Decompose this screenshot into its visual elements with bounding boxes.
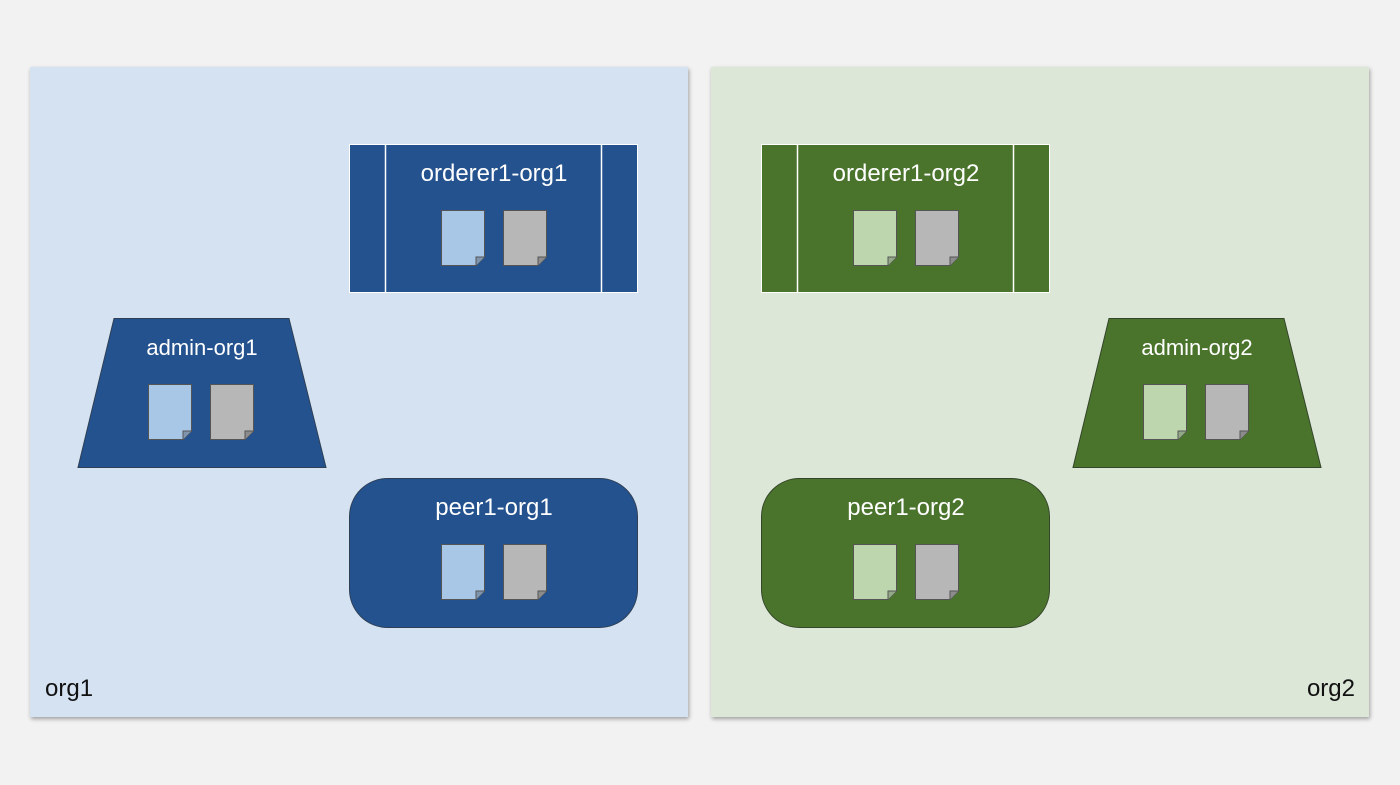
orderer1-org2-label: orderer1-org2 — [832, 160, 980, 187]
certificate-document-icon — [503, 210, 547, 266]
certificate-document-icon — [915, 210, 959, 266]
peer1-org1-node: peer1-org1 — [349, 478, 639, 628]
admin-node-shape — [1072, 318, 1322, 468]
certificate-document-icon — [210, 384, 254, 440]
peer1-org2-node: peer1-org2 — [761, 478, 1051, 628]
key-document-icon — [148, 384, 192, 440]
admin-org1-label: admin-org1 — [146, 335, 258, 360]
org2-panel: orderer1-org2 admin-org2 — [711, 67, 1369, 717]
certificate-document-icon — [915, 544, 959, 600]
orderer1-org2-node: orderer1-org2 — [761, 144, 1051, 294]
peer-node-shape — [761, 478, 1050, 628]
admin-node-shape — [77, 318, 327, 468]
orderer-node-shape — [349, 144, 638, 293]
orderer1-org1-label: orderer1-org1 — [420, 160, 568, 187]
peer1-org1-label: peer1-org1 — [435, 494, 553, 521]
orderer1-org1-node: orderer1-org1 — [349, 144, 639, 294]
org2-label: org2 — [1306, 675, 1355, 702]
admin-org2-label: admin-org2 — [1141, 335, 1253, 360]
peer1-org2-label: peer1-org2 — [847, 494, 965, 521]
key-document-icon — [1143, 384, 1187, 440]
certificate-document-icon — [503, 544, 547, 600]
admin-org2-node: admin-org2 — [1072, 318, 1322, 468]
org1-panel: orderer1-org1 admin-org1 — [30, 67, 688, 717]
key-document-icon — [441, 210, 485, 266]
key-document-icon — [441, 544, 485, 600]
key-document-icon — [853, 544, 897, 600]
orderer-node-shape — [761, 144, 1050, 293]
org1-label: org1 — [45, 675, 94, 702]
admin-org1-node: admin-org1 — [77, 318, 327, 468]
peer-node-shape — [349, 478, 638, 628]
key-document-icon — [853, 210, 897, 266]
certificate-document-icon — [1205, 384, 1249, 440]
